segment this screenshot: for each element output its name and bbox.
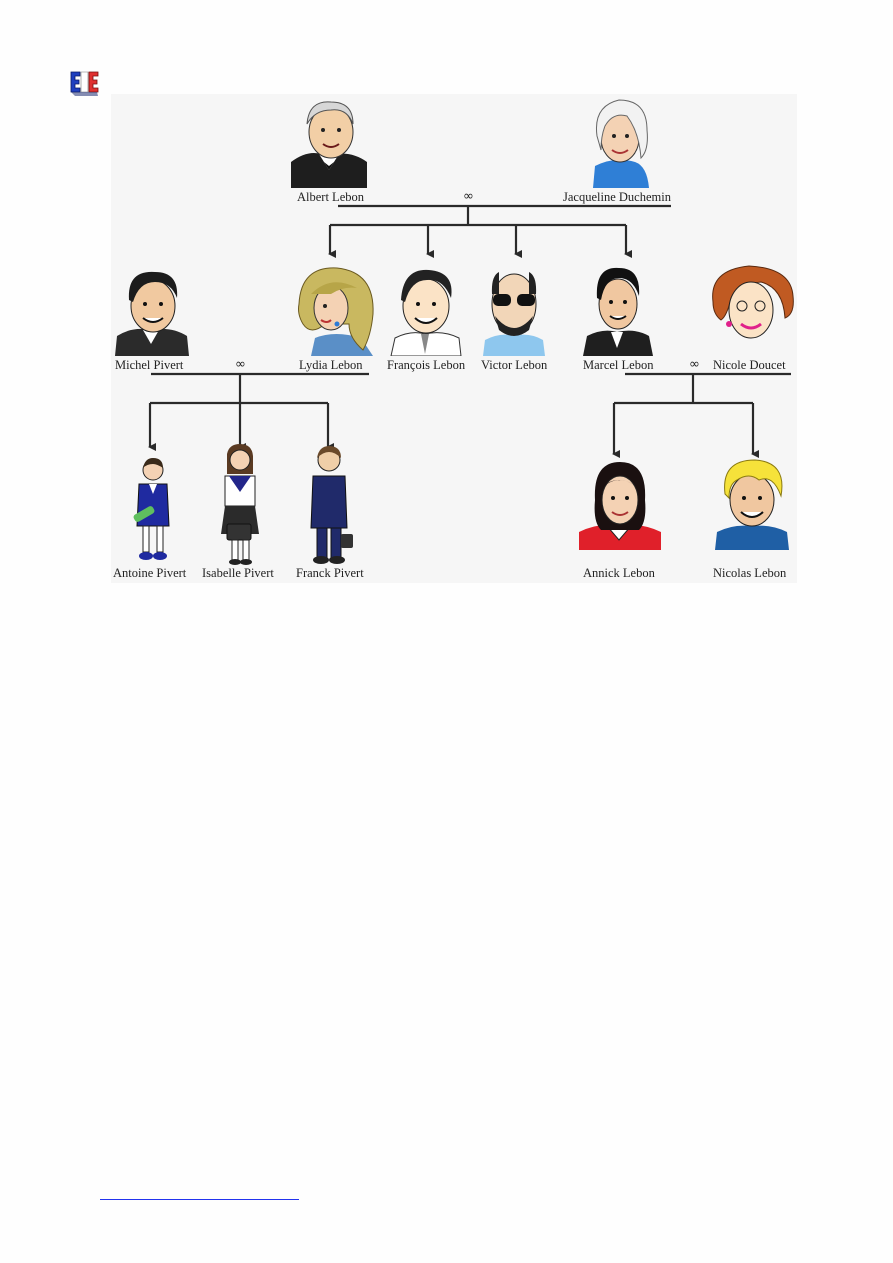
person-name: Victor Lebon — [481, 358, 548, 372]
person-name: Franck Pivert — [296, 566, 364, 580]
annick-lebon-portrait-icon — [579, 460, 661, 554]
marcel-lebon-portrait-icon — [583, 264, 653, 360]
person-name: Lydia Lebon — [299, 358, 363, 372]
person-name: Nicole Doucet — [713, 358, 786, 372]
person-name: Michel Pivert — [115, 358, 184, 372]
isabelle-pivert-figure-icon — [219, 444, 261, 572]
footer-link-underline[interactable] — [100, 1199, 299, 1200]
family-tree-diagram: Albert Lebon ∞ Jacqueline Duchemin — [111, 94, 797, 583]
marriage-symbol: ∞ — [689, 357, 700, 372]
person-name: Jacqueline Duchemin — [563, 190, 671, 204]
franck-pivert-figure-icon — [305, 444, 355, 572]
person-name: Marcel Lebon — [583, 358, 654, 372]
person-name: Nicolas Lebon — [713, 566, 787, 580]
person-name: Antoine Pivert — [113, 566, 187, 580]
michel-pivert-portrait-icon — [115, 264, 189, 360]
albert-lebon-portrait-icon — [291, 96, 367, 192]
lydia-lebon-portrait-icon — [291, 264, 377, 360]
nicole-doucet-portrait-icon — [709, 264, 795, 360]
marriage-symbol: ∞ — [235, 357, 246, 372]
victor-lebon-portrait-icon — [481, 264, 547, 360]
person-name: Annick Lebon — [583, 566, 655, 580]
nicolas-lebon-portrait-icon — [715, 458, 789, 554]
family-tree-connectors — [148, 204, 791, 458]
person-name: François Lebon — [387, 358, 466, 372]
francois-lebon-portrait-icon — [389, 264, 463, 360]
antoine-pivert-figure-icon — [131, 456, 175, 572]
french-flag-logo-icon — [68, 70, 100, 98]
person-name: Isabelle Pivert — [202, 566, 274, 580]
marriage-symbol: ∞ — [463, 189, 474, 204]
person-name: Albert Lebon — [297, 190, 364, 204]
jacqueline-duchemin-portrait-icon — [587, 96, 657, 192]
